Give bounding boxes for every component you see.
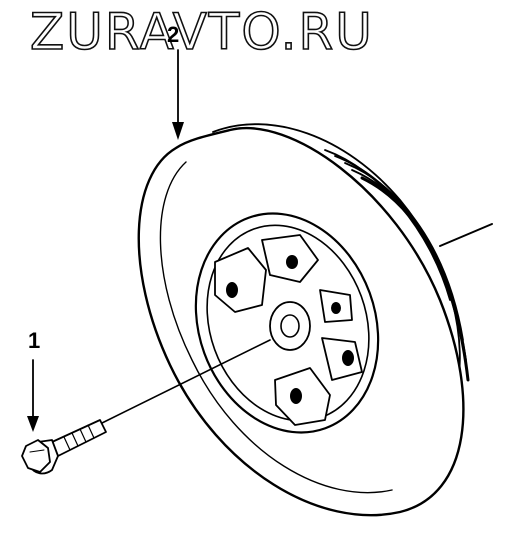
callout-2: 2 (167, 22, 180, 47)
leader-arrow-1 (27, 359, 39, 432)
bolt-shank (51, 419, 107, 457)
callout-1: 1 (28, 328, 41, 353)
bolt-threads (63, 424, 95, 451)
center-bore (280, 314, 300, 338)
watermark: ZURAVTO.RU (29, 2, 374, 62)
hub-bosses (214, 234, 363, 426)
bolt-hex-head (21, 439, 51, 473)
crankshaft-pulley-icon (137, 127, 465, 517)
boss-holes (226, 255, 354, 404)
crankshaft-line (439, 223, 493, 247)
bolt-icon (21, 419, 107, 475)
pulley-face-edge (159, 161, 393, 494)
pulley-rear-rim (212, 123, 470, 401)
bolt-axis-line (99, 339, 271, 425)
center-hub (269, 301, 311, 351)
leader-arrow-2 (172, 49, 184, 140)
